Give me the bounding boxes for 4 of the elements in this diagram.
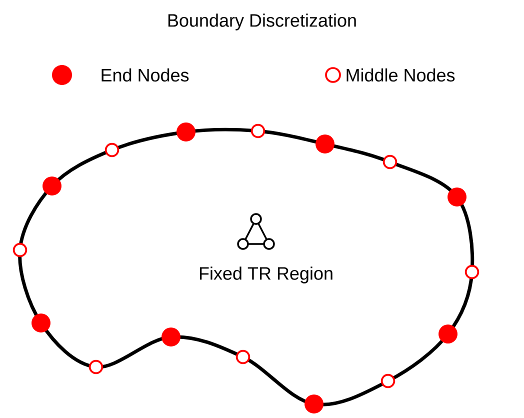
legend-label: End Nodes — [102, 68, 189, 82]
legend-label: Middle Nodes — [346, 68, 455, 82]
title: Boundary Discretization — [168, 14, 356, 30]
region-label: Fixed TR Region — [200, 266, 332, 284]
